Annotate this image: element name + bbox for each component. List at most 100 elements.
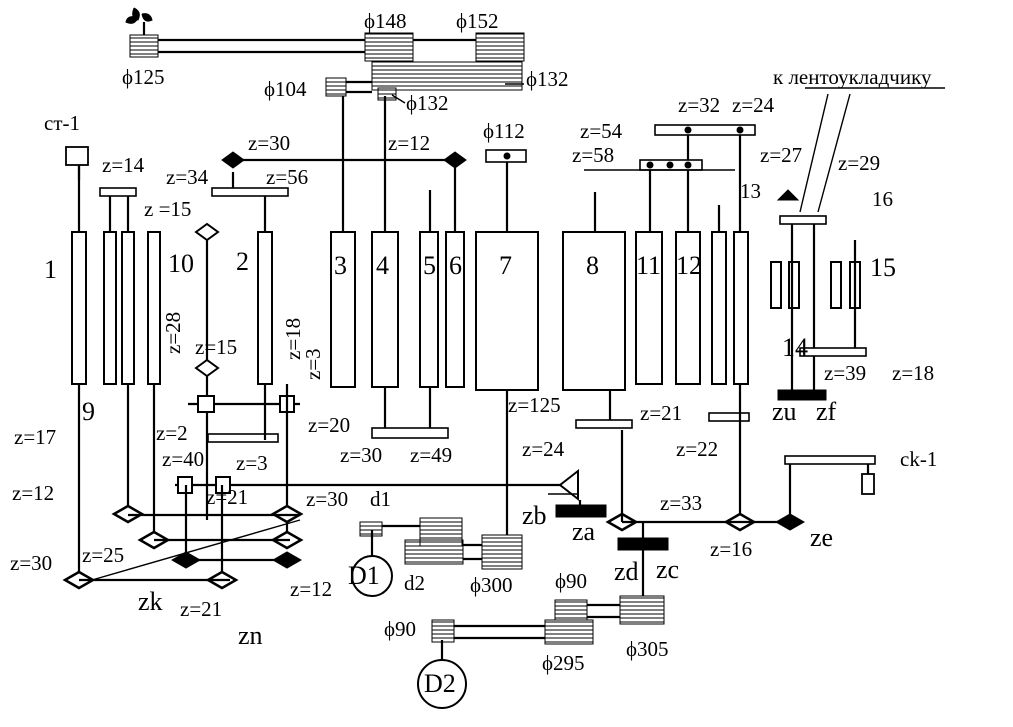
pulley-125 [129, 34, 159, 58]
label-z54: z=54 [580, 119, 623, 143]
label-z29: z=29 [838, 151, 880, 175]
label-z27: z=27 [760, 143, 802, 167]
label-z3: z=3 [236, 451, 268, 475]
label-phi90a: ϕ90 [555, 569, 587, 593]
roll-8 [562, 231, 626, 391]
label-z24b: z=24 [522, 437, 565, 461]
label-zf: zf [816, 397, 837, 426]
label-z18: z=18 [281, 318, 305, 360]
roll-2 [257, 231, 273, 385]
pulley-152 [475, 32, 525, 62]
roll-1 [71, 231, 87, 385]
label-z56: z=56 [266, 165, 308, 189]
label-phi295: ϕ295 [542, 651, 585, 675]
label-16: 16 [872, 187, 893, 211]
label-z16: z=16 [710, 537, 752, 561]
label-zk: zk [138, 587, 163, 616]
label-ze: ze [810, 523, 833, 552]
label-z18b: z=18 [892, 361, 934, 385]
label-phi125: ϕ125 [122, 65, 165, 89]
fan-icon [125, 7, 153, 24]
label-zu: zu [772, 397, 797, 426]
pulley-295 [544, 619, 594, 645]
label-d2: d2 [404, 571, 425, 595]
pulley-300 [481, 534, 523, 570]
st-1-box [65, 146, 89, 166]
label-z25: z=25 [82, 543, 124, 567]
label-z33: z=33 [660, 491, 702, 515]
label-z58: z=58 [572, 143, 614, 167]
label-z17: z=17 [14, 425, 56, 449]
label-8: 8 [586, 251, 599, 280]
label-z30a: z=30 [248, 131, 290, 155]
label-z12c: z=12 [290, 577, 332, 601]
label-phi305: ϕ305 [626, 637, 669, 661]
label-z12a: z=12 [388, 131, 430, 155]
top-belt-drive [125, 7, 525, 104]
label-z39: z=39 [824, 361, 866, 385]
label-z15b: z=15 [195, 335, 237, 359]
label-5: 5 [423, 251, 436, 280]
label-z28: z=28 [161, 312, 185, 354]
label-z21c: z=21 [180, 597, 222, 621]
label-phi132a: ϕ132 [526, 67, 569, 91]
label-ck1: ck-1 [900, 447, 937, 471]
roll-12 [675, 231, 701, 385]
label-z20: z=20 [308, 413, 350, 437]
label-z30b: z=30 [340, 443, 382, 467]
label-12: 12 [676, 251, 702, 280]
roll-3 [330, 231, 356, 388]
roll-11 [635, 231, 663, 385]
label-phi132b: ϕ132 [406, 91, 449, 115]
label-4: 4 [376, 251, 389, 280]
label-z32: z=32 [678, 93, 720, 117]
label-13: 13 [740, 179, 761, 203]
label-z49: z=49 [410, 443, 452, 467]
label-z24a: z=24 [732, 93, 775, 117]
label-z125: z=125 [508, 393, 561, 417]
label-z3v: z=3 [301, 348, 325, 380]
roll-14 [788, 261, 800, 309]
label-z12b: z=12 [12, 481, 54, 505]
label-1: 1 [44, 255, 57, 284]
label-st1: ст-1 [44, 111, 80, 135]
label-phi148: ϕ148 [364, 9, 407, 33]
label-z14: z=14 [102, 153, 145, 177]
label-z21a: z=21 [640, 401, 682, 425]
label-10: 10 [168, 249, 194, 278]
labels: ϕ148 ϕ152 ϕ125 ϕ132 ϕ104 ϕ132 к лентоукл… [10, 9, 937, 698]
label-14: 14 [782, 333, 808, 362]
label-z21b: z=21 [206, 485, 248, 509]
label-zc: zc [656, 555, 679, 584]
label-zd: zd [614, 557, 639, 586]
label-phi90b: ϕ90 [384, 617, 416, 641]
label-7: 7 [499, 251, 512, 280]
label-z30c: z=30 [306, 487, 348, 511]
label-z22: z=22 [676, 437, 718, 461]
label-z30d: z=30 [10, 551, 52, 575]
pulley-148 [364, 32, 414, 62]
label-phi104: ϕ104 [264, 77, 307, 101]
label-D1: D1 [348, 561, 380, 590]
label-15: 15 [870, 253, 896, 282]
roll-10 [147, 231, 161, 385]
label-z40: z=40 [162, 447, 204, 471]
pulley-90b [554, 599, 588, 621]
label-3: 3 [334, 251, 347, 280]
label-z15a: z =15 [144, 197, 191, 221]
label-lentoukladchik: к лентоукладчику [773, 65, 932, 89]
label-phi300: ϕ300 [470, 573, 513, 597]
label-6: 6 [449, 251, 462, 280]
roll-13 [733, 231, 749, 385]
label-d1: d1 [370, 487, 391, 511]
label-zn: zn [238, 621, 263, 650]
label-2: 2 [236, 247, 249, 276]
label-za: za [572, 517, 596, 546]
roll-16 [830, 261, 842, 309]
label-phi112: ϕ112 [483, 119, 525, 143]
label-phi152: ϕ152 [456, 9, 499, 33]
label-z2: z=2 [156, 421, 188, 445]
label-zb: zb [522, 501, 547, 530]
